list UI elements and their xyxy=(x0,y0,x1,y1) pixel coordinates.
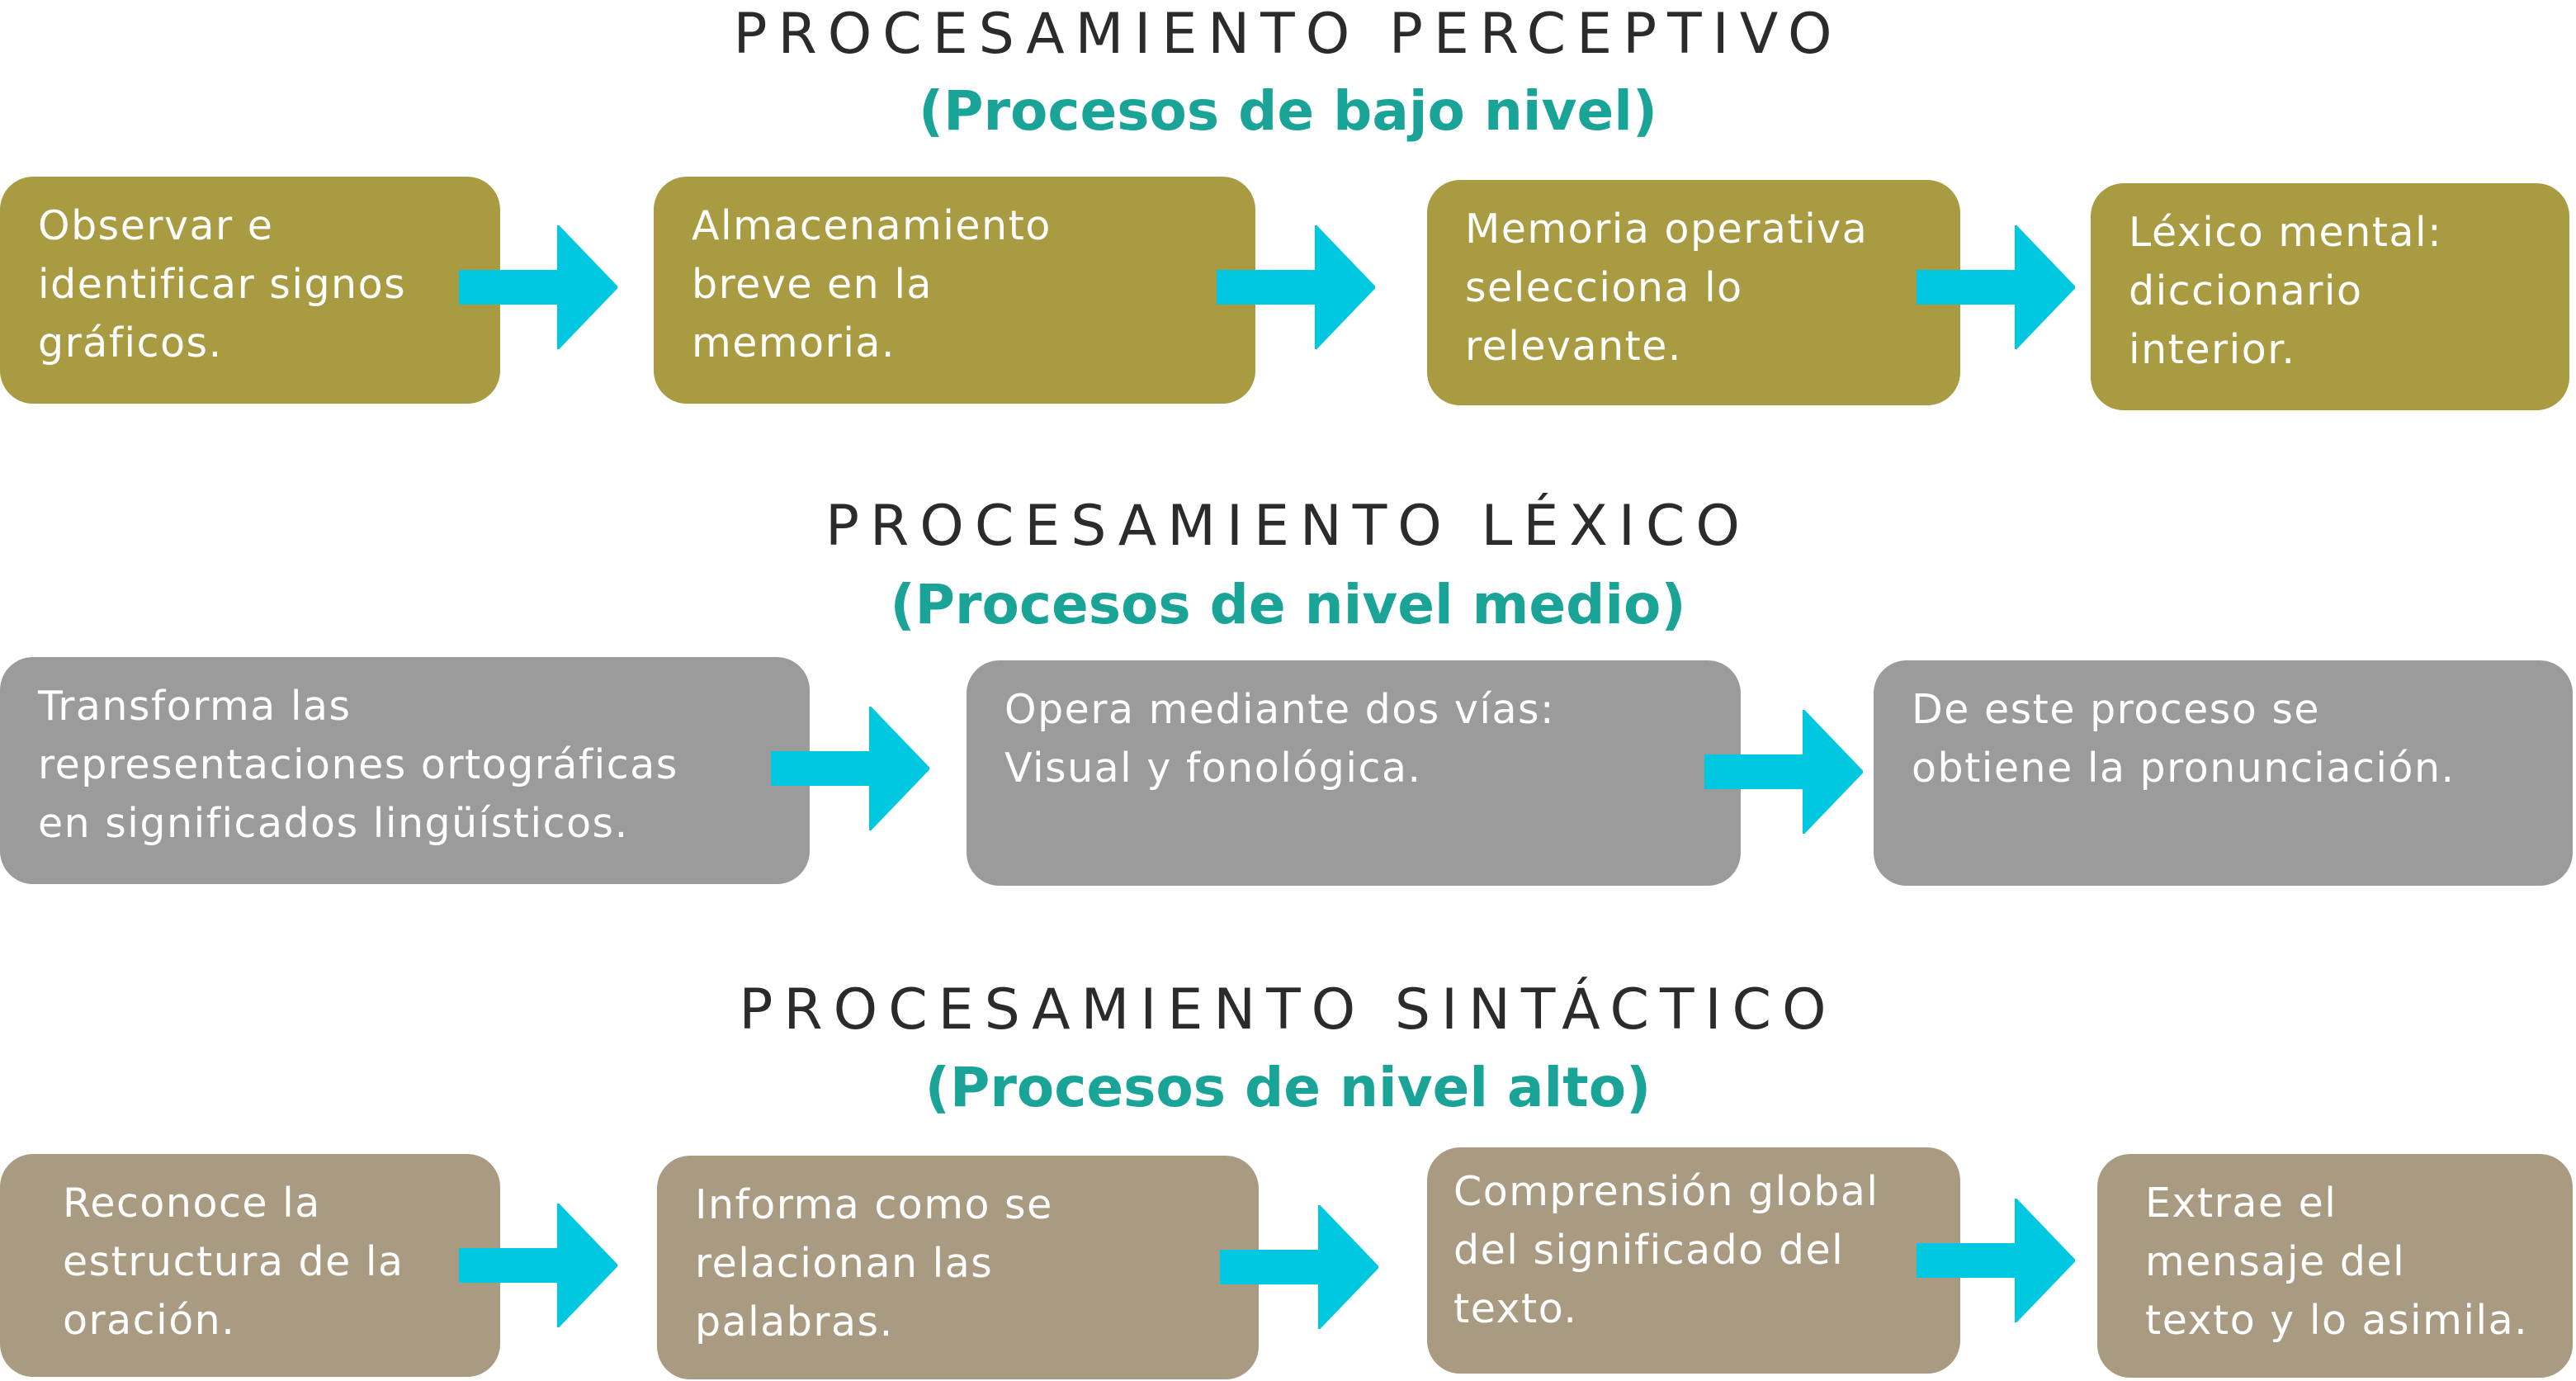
process-box: Informa como se relacionan las palabras. xyxy=(657,1156,1259,1379)
section-subtitle: (Procesos de bajo nivel) xyxy=(918,79,1658,143)
arrow-right-icon xyxy=(1704,710,1863,834)
process-box: Observar e identificar signos gráficos. xyxy=(0,177,500,404)
process-box: Reconoce la estructura de la oración. xyxy=(0,1154,500,1377)
process-box: De este proceso se obtiene la pronunciac… xyxy=(1874,660,2573,886)
section-title: PROCESAMIENTO PERCEPTIVO xyxy=(733,2,1843,67)
process-box: Almacenamiento breve en la memoria. xyxy=(654,177,1255,404)
process-box: Léxico mental: diccionario interior. xyxy=(2091,183,2569,410)
process-box: Transforma las representaciones ortográf… xyxy=(0,657,810,884)
arrow-right-icon xyxy=(1917,1199,2075,1322)
arrow-right-icon xyxy=(1217,225,1375,349)
process-box: Comprensión global del significado del t… xyxy=(1427,1147,1960,1374)
section-title: PROCESAMIENTO LÉXICO xyxy=(825,494,1751,559)
arrow-right-icon xyxy=(1917,225,2075,349)
arrow-right-icon xyxy=(459,1204,617,1327)
process-box: Extrae el mensaje del texto y lo asimila… xyxy=(2097,1154,2573,1378)
section-subtitle: (Procesos de nivel medio) xyxy=(890,573,1686,636)
arrow-right-icon xyxy=(771,707,929,830)
process-box: Opera mediante dos vías: Visual y fonoló… xyxy=(967,660,1741,886)
process-box: Memoria operativa selecciona lo relevant… xyxy=(1427,180,1960,405)
arrow-right-icon xyxy=(459,225,617,349)
section-title: PROCESAMIENTO SINTÁCTICO xyxy=(739,977,1837,1043)
section-subtitle: (Procesos de nivel alto) xyxy=(924,1056,1652,1119)
arrow-right-icon xyxy=(1220,1205,1378,1329)
